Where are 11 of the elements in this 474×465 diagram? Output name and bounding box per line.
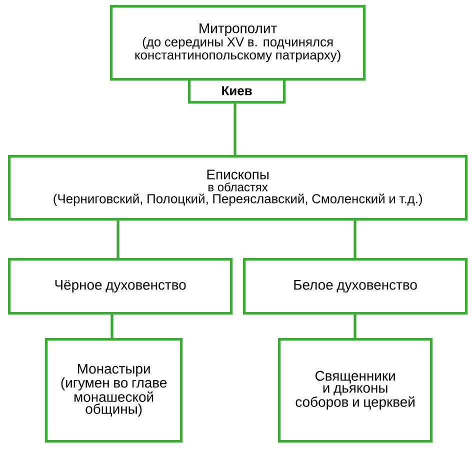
label-box: Киев <box>188 78 286 104</box>
connector-line <box>116 220 120 258</box>
hierarchy-box: Епископы в областях (Черниговский, Полоцкий, Переяславский, Смоленский и т.д.) <box>8 155 468 221</box>
connector-line <box>354 314 356 338</box>
hierarchy-box: Монастыри (игумен во главе монашеской общины) <box>45 338 183 443</box>
connector-line <box>110 314 114 338</box>
connector-line <box>354 220 356 258</box>
connector-line <box>234 104 236 155</box>
hierarchy-box: Белое духовенство <box>243 258 468 315</box>
hierarchy-box: Священники и дьяконы соборов и церквей <box>278 338 433 443</box>
hierarchy-box: Чёрное духовенство <box>8 258 233 315</box>
